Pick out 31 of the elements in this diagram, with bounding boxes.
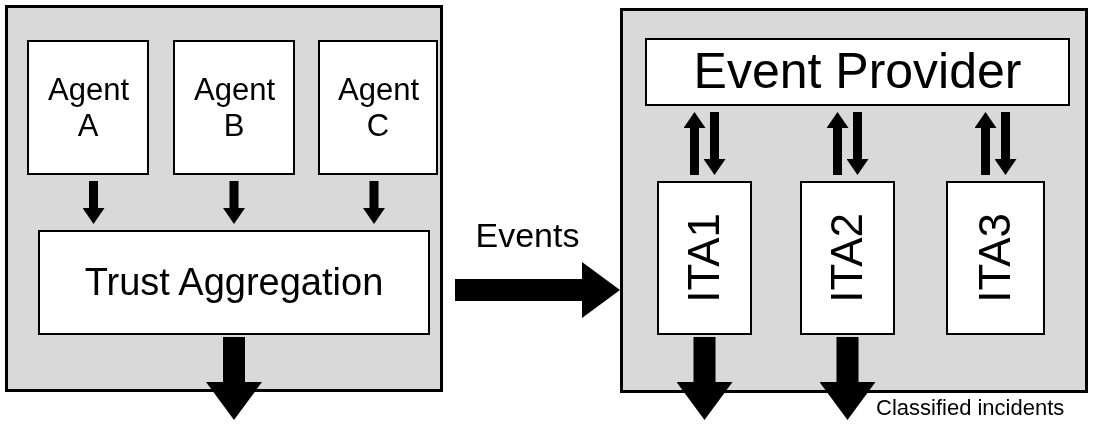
arrow [703,112,726,175]
node-label: ITA1 [679,213,730,303]
group-panel [5,5,443,392]
process-box [946,181,1045,335]
process-box [173,40,295,175]
process-box [27,40,149,175]
arrow [683,112,706,175]
node-label: ITA3 [970,213,1021,303]
process-box [38,230,430,335]
arrow [826,112,849,175]
node-label: Trust Aggregation [84,260,384,305]
arrow [819,337,876,420]
arrow [846,112,869,175]
process-box [318,40,438,175]
node-label: Event Provider [693,43,1022,101]
process-box [657,181,752,335]
node-label: Agent A [48,71,128,144]
arrow [994,112,1017,175]
node-label: Agent B [194,71,274,144]
node-label: ITA2 [822,213,873,303]
group-panel [620,8,1088,393]
process-box [800,181,895,335]
arrow [676,337,733,420]
node-label: Agent C [338,71,418,144]
process-box [645,38,1070,106]
arrow [455,262,620,318]
arrow [363,181,385,224]
arrow [82,181,105,224]
arrow [206,337,262,420]
arrow [974,112,997,175]
arrow [223,181,245,224]
